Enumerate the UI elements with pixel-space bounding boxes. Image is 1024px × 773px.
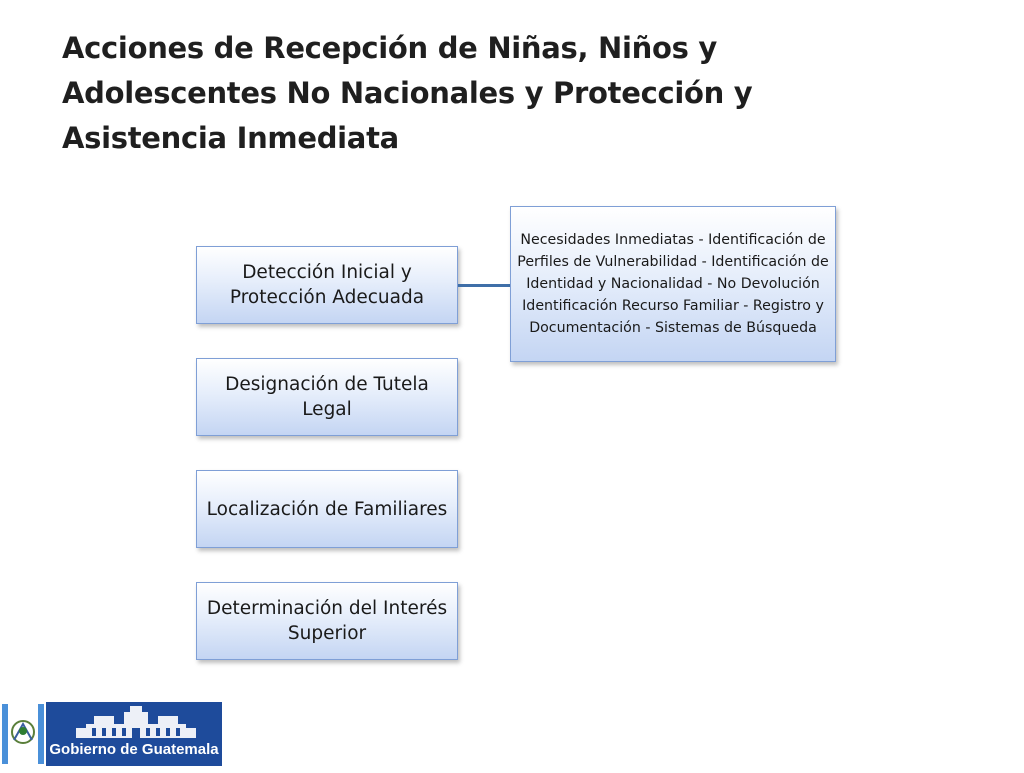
- palace-icon: [76, 706, 196, 738]
- box-interes-superior: Determinación del Interés Superior: [196, 582, 458, 660]
- box-designacion-tutela: Designación de Tutela Legal: [196, 358, 458, 436]
- box-label: Localización de Familiares: [206, 498, 448, 520]
- box-label: Determinación del Interés Superior: [206, 598, 448, 644]
- connector-line: [458, 284, 510, 287]
- logo-banner: Gobierno de Guatemala: [46, 702, 222, 766]
- logo-text: Gobierno de Guatemala: [49, 741, 219, 758]
- coat-of-arms-icon: [0, 700, 46, 768]
- box-label: Designación de Tutela Legal: [225, 374, 429, 420]
- box-label: Detección Inicial y Protección Adecuada: [229, 262, 425, 308]
- slide-title: Acciones de Recepción de Niñas, Niños y …: [62, 31, 753, 155]
- gobierno-guatemala-logo: Gobierno de Guatemala: [0, 700, 222, 768]
- box-necesidades-detail: Necesidades Inmediatas - Identificación …: [510, 206, 836, 362]
- box-deteccion-inicial: Detección Inicial y Protección Adecuada: [196, 246, 458, 324]
- detail-text: Necesidades Inmediatas - Identificación …: [517, 232, 829, 336]
- box-localizacion-familiares: Localización de Familiares: [196, 470, 458, 548]
